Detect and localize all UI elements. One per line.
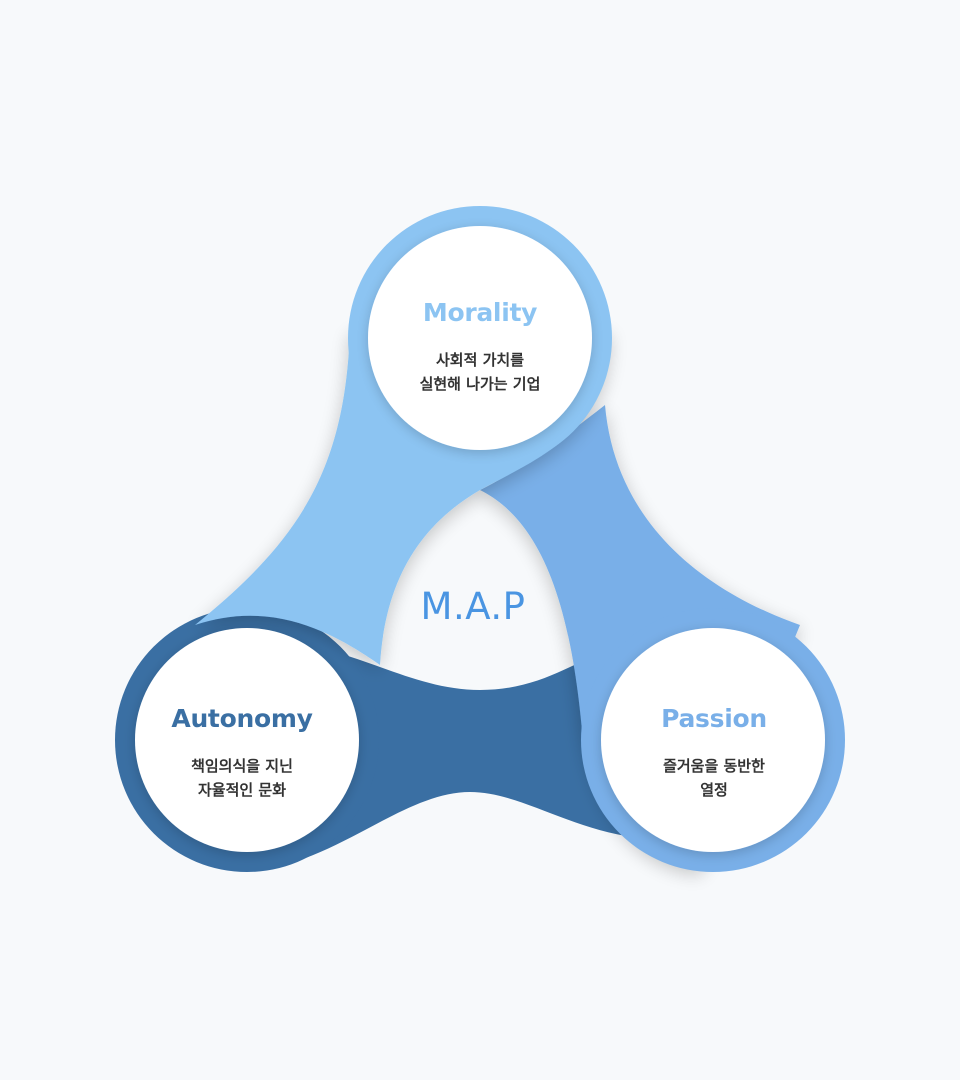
autonomy-line-1: 책임의식을 지닌 (191, 757, 293, 775)
center-label: M.A.P (420, 585, 526, 628)
morality-line-1: 사회적 가치를 (435, 351, 525, 369)
morality-description: 사회적 가치를 실현해 나가는 기업 (370, 348, 590, 396)
autonomy-title: Autonomy (171, 704, 313, 733)
passion-line-2: 열정 (700, 781, 728, 799)
morality-title: Morality (422, 298, 538, 327)
passion-circle (601, 628, 825, 852)
passion-line-1: 즐거움을 동반한 (663, 757, 765, 775)
passion-title: Passion (661, 704, 767, 733)
morality-node: Morality 사회적 가치를 실현해 나가는 기업 (370, 298, 590, 396)
autonomy-circle (135, 628, 359, 852)
passion-description: 즐거움을 동반한 열정 (604, 754, 824, 802)
autonomy-line-2: 자율적인 문화 (197, 781, 287, 799)
passion-node: Passion 즐거움을 동반한 열정 (604, 704, 824, 802)
autonomy-node: Autonomy 책임의식을 지닌 자율적인 문화 (132, 704, 352, 802)
autonomy-description: 책임의식을 지닌 자율적인 문화 (132, 754, 352, 802)
morality-circle (368, 226, 592, 450)
morality-line-2: 실현해 나가는 기업 (419, 375, 541, 393)
